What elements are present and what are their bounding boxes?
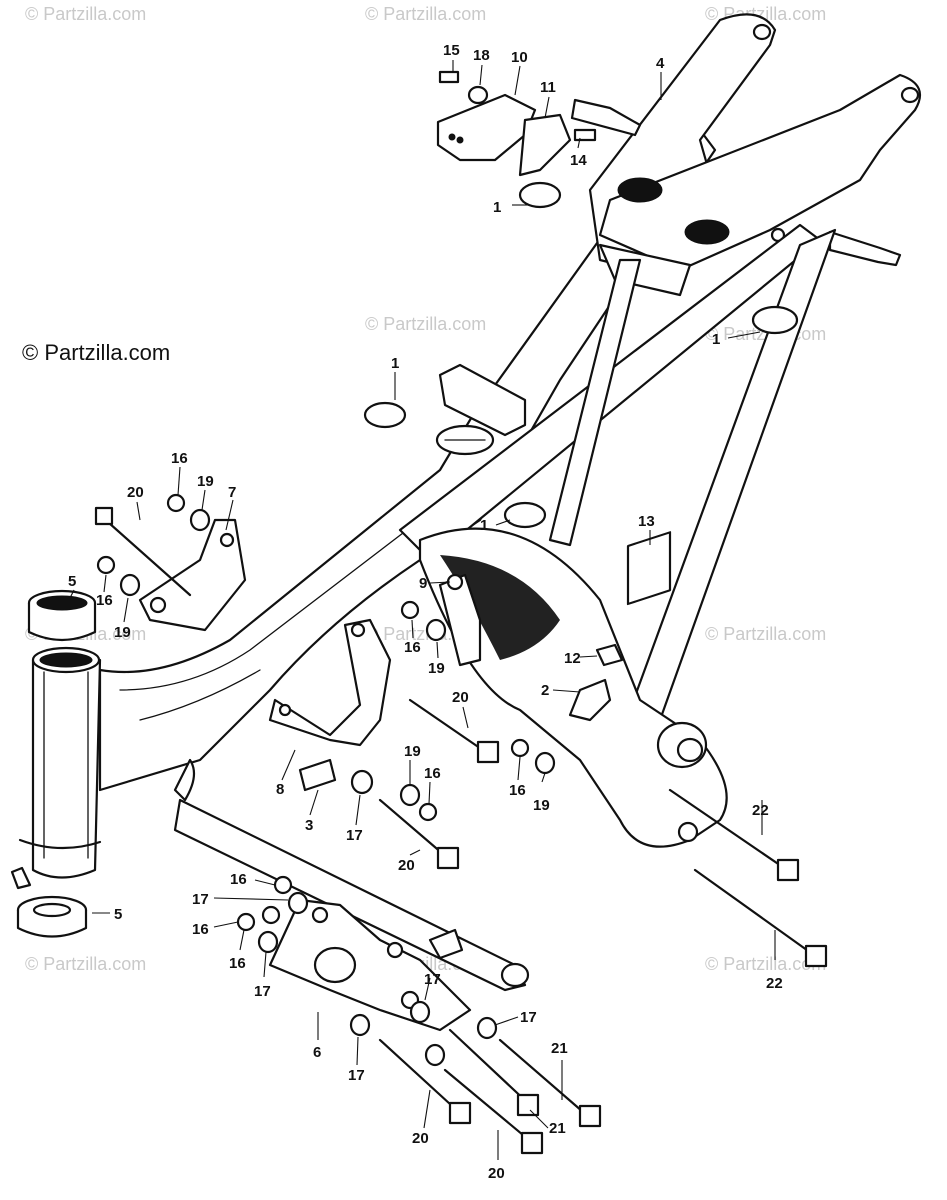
lower-frame — [418, 527, 728, 848]
nuts-and-washers — [96, 493, 624, 1067]
callout-20: 20 — [452, 689, 469, 706]
callout-20: 20 — [398, 857, 415, 874]
callout-16: 16 — [424, 765, 441, 782]
bearing-cup — [16, 895, 88, 938]
watermarks: © Partzilla.com © Partzilla.com © Partzi… — [25, 4, 826, 974]
callout-7: 7 — [228, 484, 236, 501]
callout-22: 22 — [752, 802, 769, 819]
callout-1: 1 — [480, 517, 488, 534]
callout-21: 21 — [549, 1120, 566, 1137]
head-pipe — [10, 589, 102, 890]
callout-1: 1 — [493, 199, 501, 216]
callout-17: 17 — [424, 971, 441, 988]
callout-6: 6 — [313, 1044, 321, 1061]
callout-1: 1 — [712, 331, 720, 348]
callout-8: 8 — [276, 781, 284, 798]
label-plate — [626, 531, 672, 606]
callout-16: 16 — [96, 592, 113, 609]
engine-hanger-plate — [268, 898, 472, 1032]
callout-17: 17 — [520, 1009, 537, 1026]
callout-19: 19 — [533, 797, 550, 814]
rubber-bushes — [363, 181, 799, 529]
callout-15: 15 — [443, 42, 460, 59]
backbone — [98, 128, 717, 792]
callout-16: 16 — [509, 782, 526, 799]
callout-17: 17 — [346, 827, 363, 844]
callout-labels: 4 15 18 10 11 14 1 1 1 1 16 19 20 7 5 16… — [68, 42, 783, 1182]
callout-16: 16 — [192, 921, 209, 938]
callout-2: 2 — [541, 682, 549, 699]
callout-18: 18 — [473, 47, 490, 64]
callout-16: 16 — [230, 871, 247, 888]
brackets — [138, 518, 482, 747]
callout-5: 5 — [68, 573, 76, 590]
bottom-tube — [173, 758, 530, 992]
callout-17: 17 — [192, 891, 209, 908]
callout-17: 17 — [254, 983, 271, 1000]
diagonal-tube — [398, 223, 837, 722]
callout-19: 19 — [197, 473, 214, 490]
callout-22: 22 — [766, 975, 783, 992]
callout-11: 11 — [540, 79, 556, 96]
bolts — [94, 506, 828, 1155]
frame-drawing — [10, 13, 922, 1155]
callout-4: 4 — [656, 55, 665, 72]
callout-16: 16 — [229, 955, 246, 972]
callout-5: 5 — [114, 906, 122, 923]
callout-20: 20 — [412, 1130, 429, 1147]
callout-14: 14 — [570, 152, 587, 169]
watermark: © Partzilla.com — [705, 954, 826, 974]
callout-17: 17 — [348, 1067, 365, 1084]
copyright-notice: © Partzilla.com — [22, 340, 170, 365]
watermark: © Partzilla.com — [25, 954, 146, 974]
watermark: © Partzilla.com — [25, 4, 146, 24]
callout-16: 16 — [171, 450, 188, 467]
callout-16: 16 — [404, 639, 421, 656]
callout-19: 19 — [114, 624, 131, 641]
callout-12: 12 — [564, 650, 581, 667]
callout-3: 3 — [305, 817, 313, 834]
watermark: © Partzilla.com — [705, 624, 826, 644]
callout-20: 20 — [488, 1165, 505, 1182]
callout-19: 19 — [428, 660, 445, 677]
leader-lines — [69, 60, 776, 1160]
callout-21: 21 — [551, 1040, 568, 1057]
upper-rear-frame — [588, 13, 922, 297]
watermark: © Partzilla.com — [365, 4, 486, 24]
callout-1: 1 — [391, 355, 399, 372]
callout-10: 10 — [511, 49, 528, 66]
small-top-parts — [436, 70, 642, 177]
callout-9: 9 — [419, 575, 427, 592]
callout-20: 20 — [127, 484, 144, 501]
watermark: © Partzilla.com — [365, 314, 486, 334]
callout-19: 19 — [404, 743, 421, 760]
callout-13: 13 — [638, 513, 655, 530]
